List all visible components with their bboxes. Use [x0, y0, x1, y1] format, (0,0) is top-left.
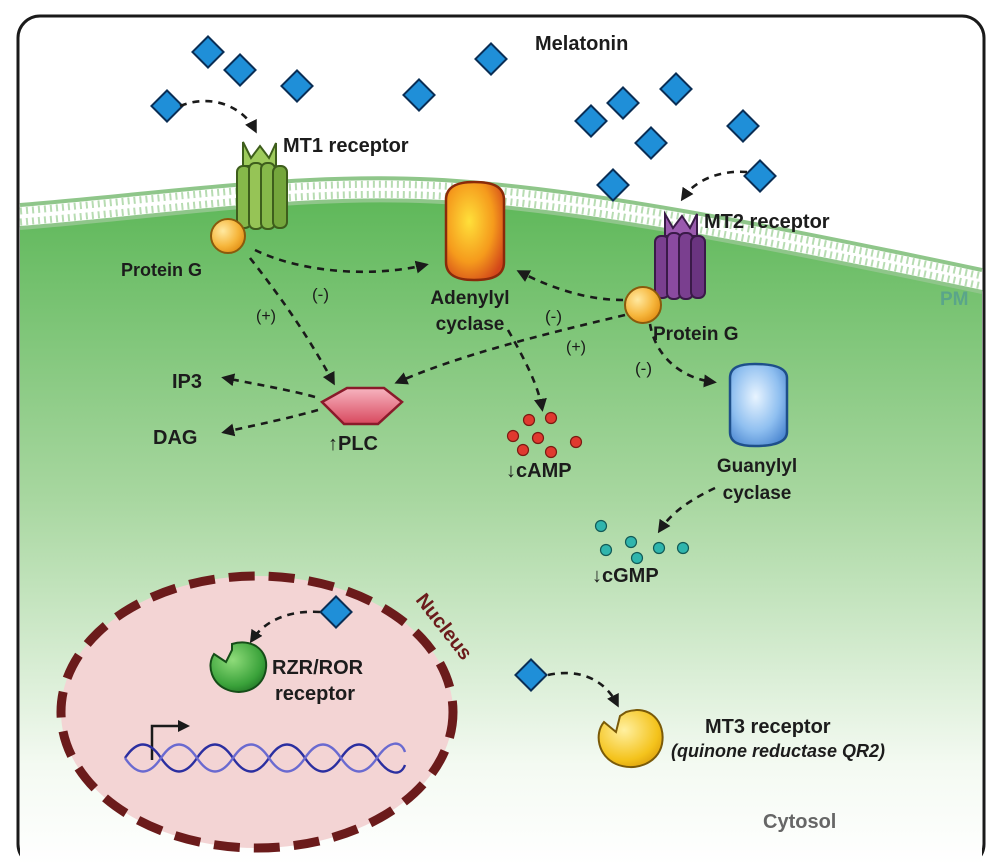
ip3-label: IP3 — [172, 371, 202, 393]
camp-molecules — [506, 411, 583, 459]
cgmp-label: ↓cGMP — [592, 565, 659, 587]
arrow-mt1-to-adenylyl — [254, 248, 429, 274]
arrow-mt1-to-plc — [248, 257, 335, 386]
arrow-plc-to-ip3 — [221, 373, 316, 399]
guanylyl-cyclase-label-line2: cyclase — [723, 483, 792, 504]
guanylyl-cyclase — [728, 362, 789, 448]
melatonin-label: Melatonin — [535, 33, 628, 55]
mt3-receptor-label-line1: MT3 receptor — [705, 716, 831, 738]
pm-label: PM — [940, 289, 969, 310]
arrow-mt2-to-guanylyl — [648, 323, 717, 388]
mt3-receptor-label-line2: (quinone reductase QR2) — [671, 741, 885, 761]
protein-g-right — [624, 286, 662, 324]
mt1-receptor — [236, 141, 288, 230]
adenylyl-cyclase-label-line2: cyclase — [436, 314, 505, 335]
sign-mt1-ac: (-) — [312, 285, 329, 304]
dna-helix-icon — [124, 742, 407, 774]
sign-mt2-ac: (-) — [545, 307, 562, 326]
arrow-melatonin-to-mt1 — [179, 99, 257, 134]
nucleus — [56, 571, 458, 853]
adenylyl-cyclase-label-line1: Adenylyl — [430, 288, 509, 309]
sign-mt2-gc: (-) — [635, 359, 652, 378]
cgmp-molecules — [594, 519, 690, 565]
rzr-ror-label-line1: RZR/ROR — [272, 657, 364, 679]
dag-label: DAG — [153, 427, 197, 449]
rzr-ror-receptor — [209, 641, 268, 693]
mt2-receptor — [654, 210, 706, 300]
mt1-receptor-label: MT1 receptor — [283, 135, 409, 157]
plc-enzyme — [319, 386, 404, 426]
cytosol-label: Cytosol — [763, 811, 836, 833]
camp-label: ↓cAMP — [506, 460, 572, 482]
mt2-receptor-label: MT2 receptor — [704, 211, 830, 233]
mt3-receptor — [597, 709, 664, 769]
arrow-melatonin-to-mt2 — [680, 170, 748, 202]
arrow-adenylyl-to-camp — [506, 329, 547, 412]
arrow-melatonin-to-rzr — [249, 610, 321, 644]
protein-g-left-label: Protein G — [121, 260, 202, 280]
protein-g-left — [210, 218, 246, 254]
protein-g-right-label: Protein G — [653, 324, 739, 345]
arrow-mt2-to-plc — [394, 313, 626, 385]
adenylyl-cyclase — [444, 180, 506, 282]
sign-mt1-plc: (+) — [256, 308, 276, 325]
arrow-plc-to-dag — [221, 408, 319, 437]
sign-mt2-plc: (+) — [566, 339, 586, 356]
arrow-mt2-to-adenylyl — [516, 270, 624, 302]
rzr-ror-label-line2: receptor — [275, 683, 355, 705]
plc-label: ↑PLC — [328, 433, 378, 455]
arrow-melatonin-to-mt3 — [547, 671, 619, 708]
guanylyl-cyclase-label-line1: Guanylyl — [717, 456, 797, 477]
